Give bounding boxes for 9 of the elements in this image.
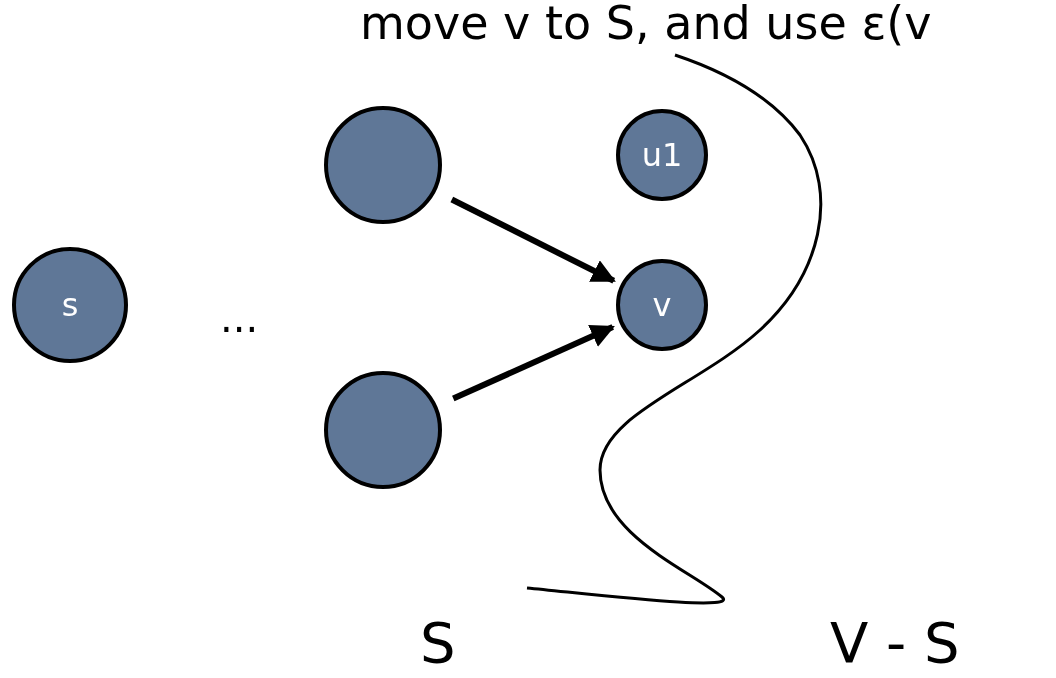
vertex-label: v — [652, 286, 672, 324]
set-label: S — [420, 610, 456, 675]
ellipsis: ... — [220, 295, 259, 341]
vertex-label: u1 — [641, 136, 683, 174]
arrow — [452, 324, 615, 402]
arrow — [450, 196, 616, 284]
set-label: V - S — [830, 610, 960, 675]
vertex-label: s — [61, 286, 79, 324]
heading: move v to S, and use ε(v — [360, 0, 932, 50]
